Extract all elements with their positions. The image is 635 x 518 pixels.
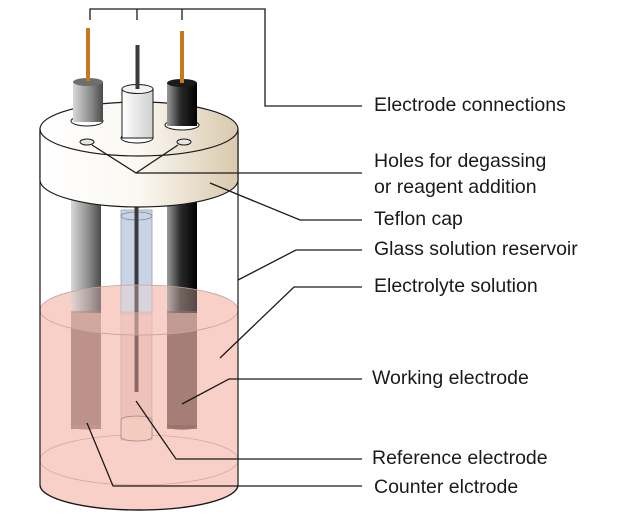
label-holes-line2: or reagent addition [374, 176, 537, 198]
reference-electrode-top [120, 45, 154, 144]
reference-wire [135, 45, 140, 89]
leader-glass-reservoir [237, 249, 362, 281]
leader-counter-electrode [86, 422, 362, 487]
solution-surface [39, 284, 239, 336]
counter-electrode-top [70, 28, 104, 127]
label-electrode-connections: Electrode connections [374, 94, 566, 116]
leader-reference-electrode [135, 400, 362, 460]
glass-wall [39, 130, 239, 511]
leader-electrode-connections [89, 8, 362, 107]
leader-lines [86, 8, 362, 487]
label-holes-line1: Holes for degassing [374, 150, 547, 172]
leader-teflon-cap [209, 182, 362, 221]
leader-working-electrode [181, 378, 362, 405]
label-electrolyte: Electrolyte solution [374, 275, 538, 297]
leader-electrolyte [219, 286, 362, 359]
reference-electrode [120, 205, 153, 442]
label-glass-reservoir: Glass solution reservoir [374, 238, 578, 260]
label-reference-electrode: Reference electrode [372, 447, 548, 469]
working-electrode-top [164, 31, 200, 131]
degassing-hole-left [79, 138, 95, 146]
label-teflon-cap: Teflon cap [374, 208, 463, 230]
label-counter-electrode: Counter elctrode [374, 476, 519, 498]
degassing-hole-right [176, 138, 192, 146]
label-working-electrode: Working electrode [372, 367, 529, 389]
working-wire [180, 31, 184, 83]
leader-holes [91, 144, 362, 174]
counter-wire [86, 28, 90, 81]
